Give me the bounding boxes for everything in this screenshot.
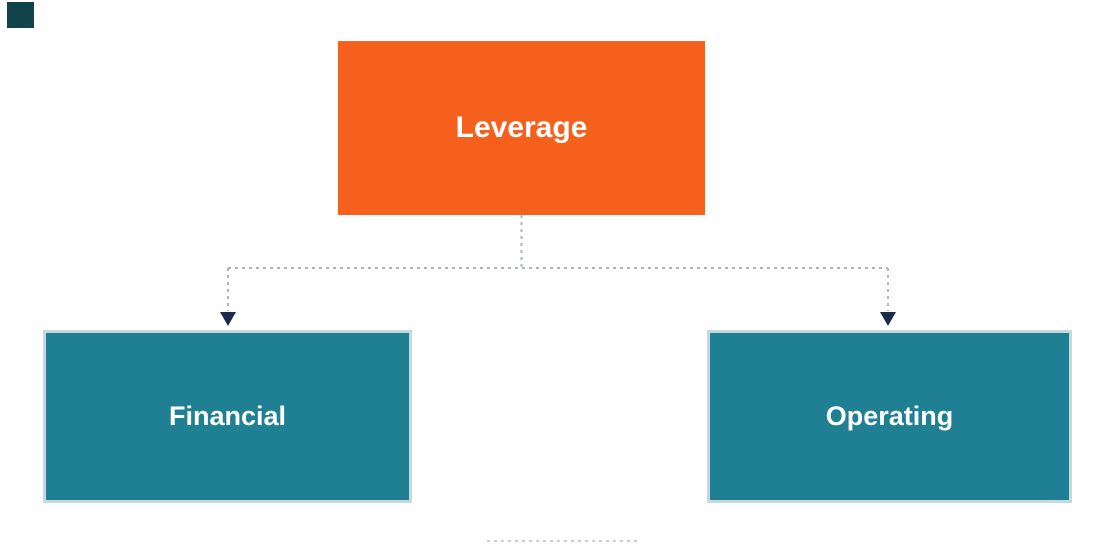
node-financial: Financial	[43, 330, 412, 503]
node-operating-label: Operating	[825, 401, 954, 431]
node-financial-label: Financial	[168, 401, 287, 431]
node-operating: Operating	[707, 330, 1072, 503]
arrowhead-right	[880, 312, 896, 326]
node-leverage-label: Leverage	[455, 111, 588, 144]
node-leverage: Leverage	[338, 41, 705, 215]
corner-accent	[7, 2, 34, 28]
arrowhead-left	[220, 312, 236, 326]
